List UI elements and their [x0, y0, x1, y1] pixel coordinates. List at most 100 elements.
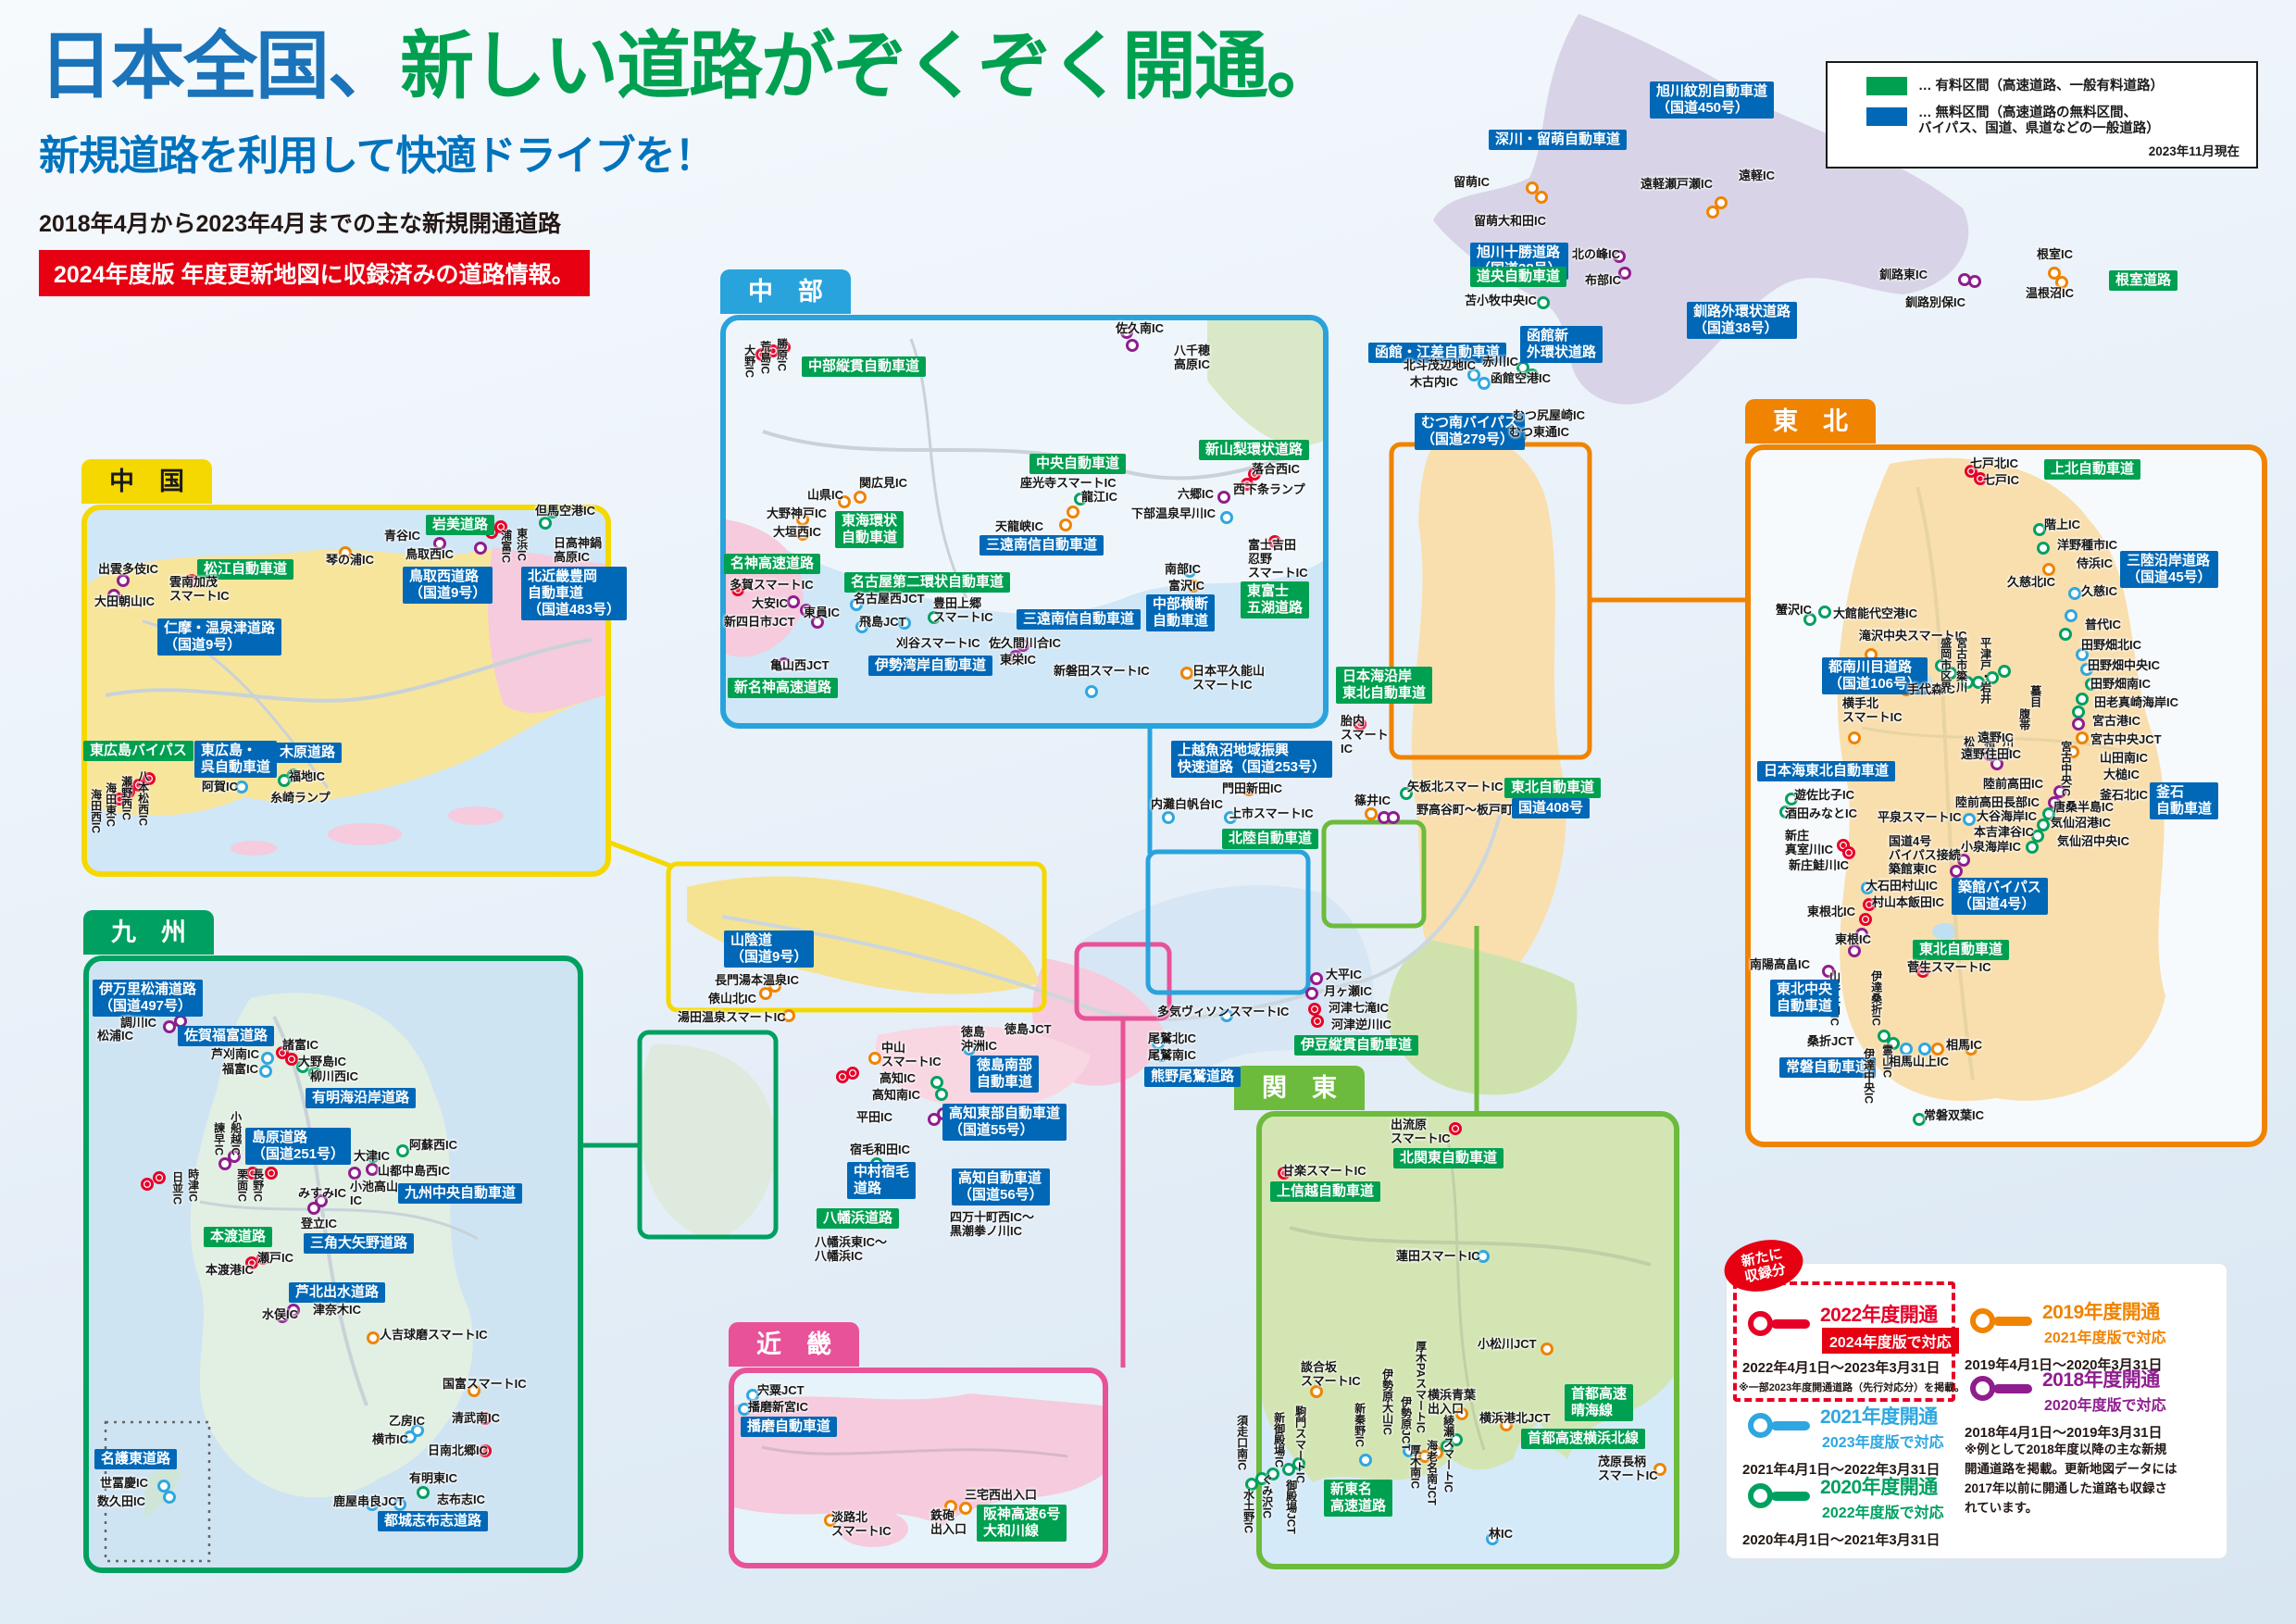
- frame-kanto: [1321, 819, 1427, 929]
- opening-year-dot: [838, 495, 851, 508]
- opening-year-dot: [1944, 667, 1957, 680]
- ic-label: 芦刈南IC: [211, 1047, 260, 1061]
- opening-year-dot: [1430, 1446, 1443, 1459]
- opening-year-dot: [1017, 639, 1029, 652]
- ic-label: 新庄 真室川IC: [1785, 829, 1834, 856]
- free-section-label: … 無料区間（高速道路の無料区間、 バイパス、国道、県道などの一般道路）: [1918, 106, 2160, 136]
- opening-year-dot: [1155, 1049, 1168, 1062]
- opening-year-dot: [285, 1053, 298, 1066]
- opening-year-dot: [855, 620, 868, 633]
- opening-year-dot: [2076, 731, 2089, 744]
- opening-year-dot: [1803, 613, 1816, 626]
- opening-year-dot: [256, 1252, 269, 1265]
- opening-year-dot: [930, 1076, 943, 1089]
- tab-kanto: 関 東: [1234, 1066, 1365, 1111]
- ic-label: 勝原IC: [775, 338, 789, 371]
- opening-year-dot: [1618, 267, 1631, 280]
- opening-year-dot: [1310, 972, 1323, 985]
- ic-label: 伊達桑折IC: [1869, 970, 1883, 1026]
- ic-label: 糸崎ランプ: [270, 791, 331, 805]
- ic-label: 下部温泉早川IC: [1131, 506, 1217, 520]
- ic-label: 御殿場JCT: [1284, 1480, 1298, 1534]
- road-name-label: 都南川目道路 （国道106号）: [1822, 657, 1928, 694]
- ic-label: 宮古港IC: [2092, 714, 2141, 728]
- ic-label: 大野IC: [742, 344, 756, 378]
- opening-year-dot: [1224, 811, 1237, 824]
- ic-label: 釜石北IC: [2100, 788, 2149, 802]
- ic-label: 多賀スマートIC: [730, 578, 814, 592]
- ic-label: 山田南IC: [2100, 751, 2149, 765]
- ic-label: 荒島IC: [758, 341, 772, 374]
- ic-label: 新秦野IC: [1353, 1403, 1366, 1447]
- ic-label: 東栄IC: [1000, 653, 1037, 667]
- ic-label: 久慈北IC: [2007, 575, 2056, 589]
- road-name-label: 東富士 五湖道路: [1241, 581, 1310, 618]
- opening-year-dot: [2059, 628, 2072, 641]
- road-name-label: 首都高速 晴海線: [1565, 1384, 1634, 1421]
- road-name-label: 中部横断 自動車道: [1146, 594, 1216, 631]
- ic-label: 駒門スマートIC: [1293, 1405, 1307, 1483]
- ic-label: 尾鷲北IC: [1148, 1031, 1197, 1045]
- opening-year-dot: [1715, 196, 1728, 209]
- opening-year-dot: [778, 341, 791, 354]
- ic-label: 出雲多伎IC: [98, 562, 159, 576]
- ic-label: 徳島JCT: [1004, 1022, 1052, 1036]
- year-head: 2021年度開通: [1820, 1406, 1938, 1428]
- ic-label: 長門湯本温泉IC: [715, 973, 800, 987]
- year-range: 2020年4月1日～2021年3月31日: [1742, 1532, 1940, 1548]
- opening-year-dot: [1187, 580, 1200, 593]
- ic-label: 七戸IC: [1983, 473, 2020, 487]
- kanto-landmass: [1387, 940, 1578, 1095]
- road-name-label: 上越魚沼地域振興 快速道路（国道253号）: [1171, 741, 1333, 778]
- year-glyph: [1970, 1308, 2032, 1333]
- ic-label: 留萌大和田IC: [1474, 214, 1547, 228]
- ic-label: 遠野IC: [1978, 731, 2015, 744]
- ic-label: 久慈IC: [2081, 584, 2118, 598]
- opening-year-dot: [1305, 987, 1318, 1000]
- tab-kyushu: 九 州: [83, 910, 214, 956]
- tab-tohoku: 東 北: [1745, 399, 1876, 444]
- ic-label: 厚木南IC: [1408, 1444, 1422, 1489]
- period-note: 2018年4月から2023年4月までの主な新規開通道路: [39, 211, 562, 237]
- paid-section-color-swatch: [1866, 77, 1907, 95]
- kyushu-box-art: [104, 993, 479, 1563]
- opening-year-dot: [117, 574, 130, 587]
- opening-year-dot: [2037, 542, 2050, 555]
- road-name-label: 阪神高速6号 大和川線: [977, 1505, 1067, 1542]
- opening-year-dot: [1863, 898, 1876, 911]
- road-name-label: 函館新 外環状道路: [1520, 326, 1603, 363]
- opening-year-dot: [433, 537, 446, 550]
- opening-year-dot: [1152, 1037, 1165, 1050]
- road-name-label: 中央自動車道: [1029, 454, 1127, 474]
- opening-year-dot: [367, 1331, 380, 1344]
- ic-label: 天龍峡IC: [995, 519, 1044, 533]
- ic-label: 栗面IC: [235, 1168, 249, 1202]
- opening-year-dot: [731, 583, 744, 596]
- ic-label: 釧路東IC: [1879, 268, 1928, 281]
- opening-year-dot: [1400, 787, 1413, 800]
- road-name-label: 日本海東北自動車道: [1757, 761, 1896, 781]
- road-name-label: 仁摩・温泉津道路 （国道9号）: [157, 618, 282, 656]
- opening-year-dot: [1180, 667, 1193, 680]
- ic-label: 茂原長柄 スマートIC: [1598, 1455, 1658, 1482]
- ic-label: 伊勢原大山IC: [1380, 1368, 1394, 1435]
- opening-year-dot: [1535, 191, 1548, 204]
- ic-label: 川合: [2001, 736, 2015, 758]
- opening-year-dot: [1067, 506, 1079, 518]
- opening-year-dot: [1074, 493, 1087, 506]
- ic-label: 国富スマートIC: [443, 1377, 527, 1391]
- ic-label: 気仙沼中央IC: [2057, 834, 2130, 848]
- opening-year-dot: [1387, 811, 1400, 824]
- opening-year-dot: [2031, 830, 2044, 843]
- ic-label: 唐桑半島IC: [2053, 800, 2115, 814]
- ic-label: 東根IC: [1835, 932, 1872, 946]
- road-name-label: 木原道路: [273, 743, 343, 763]
- ic-label: 遠野住田IC: [1961, 747, 2022, 761]
- ic-label: 多気ヴィソンスマートIC: [1157, 1005, 1290, 1018]
- road-name-label: 九州中央自動車道: [398, 1183, 523, 1204]
- road-name-label: 高知東部自動車道 （国道55号）: [942, 1104, 1067, 1141]
- ic-label: 鹿屋串良JCT: [333, 1494, 405, 1508]
- opening-year-dot: [1963, 813, 1976, 826]
- ic-label: 田野畑中央IC: [2088, 658, 2161, 672]
- road-name-label: 新東名 高速道路: [1324, 1480, 1393, 1517]
